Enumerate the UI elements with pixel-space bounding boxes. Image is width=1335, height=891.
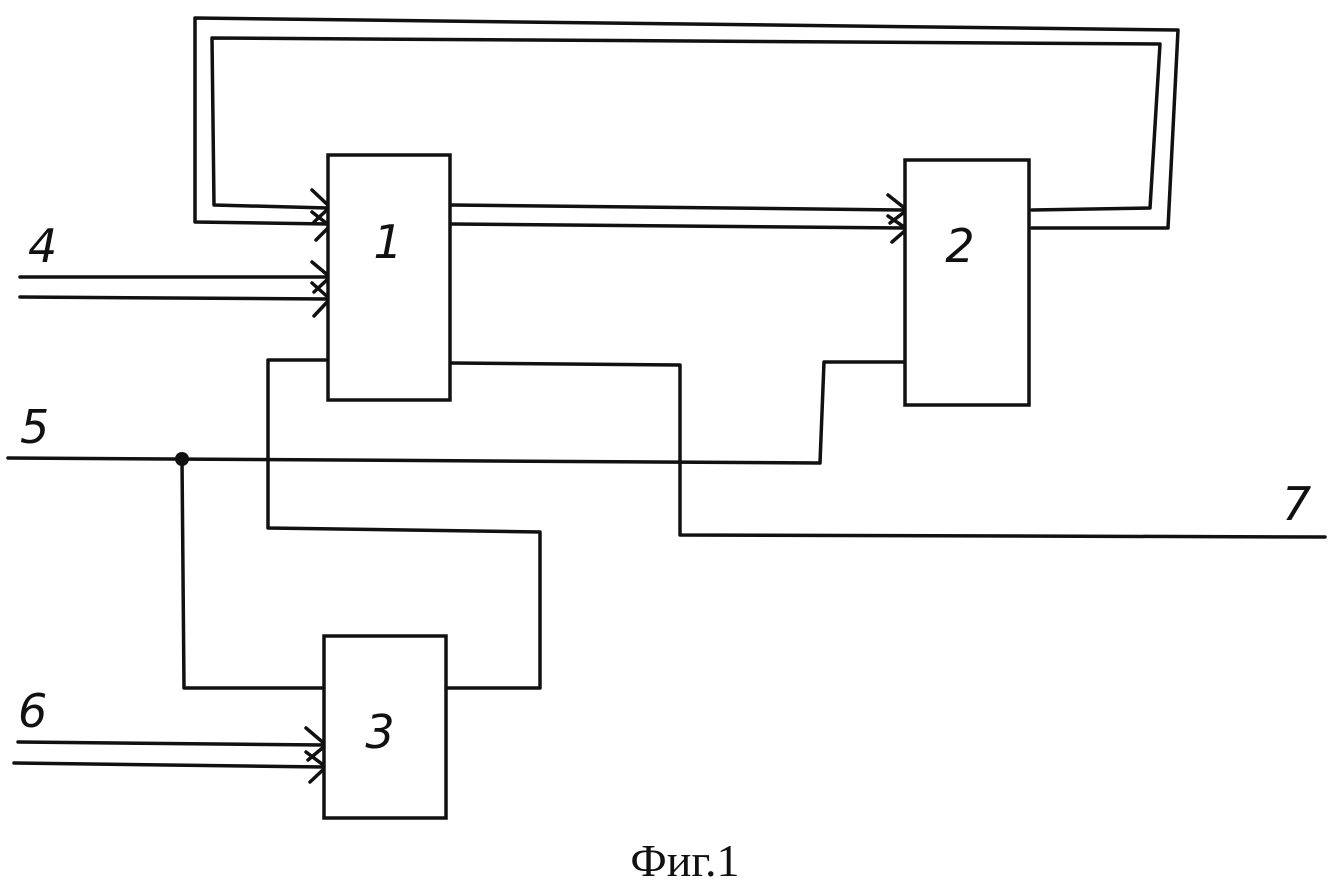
- line-5-to-block-3: [182, 459, 324, 688]
- block-2: 2: [905, 160, 1029, 405]
- block-1: 1: [328, 155, 450, 400]
- input-4-bus-bottom: [20, 297, 328, 299]
- terminal-7-label: 7: [1282, 477, 1311, 531]
- block-3: 3: [324, 636, 446, 818]
- line-5: [8, 362, 905, 463]
- block-2-label: 2: [945, 219, 974, 273]
- terminal-5-label: 5: [20, 400, 49, 454]
- output-7-line: [452, 363, 1325, 537]
- terminal-4-label: 4: [28, 219, 57, 273]
- bus-1-to-2-bottom: [452, 224, 905, 228]
- block-1-label: 1: [373, 215, 402, 269]
- bus-1-to-2-top: [452, 205, 905, 210]
- block-3-label: 3: [365, 705, 394, 759]
- figure-caption: Фиг.1: [630, 835, 739, 886]
- terminal-6-label: 6: [18, 684, 47, 738]
- input-6-bus-top: [18, 742, 324, 745]
- input-6-bus-bottom: [14, 763, 324, 767]
